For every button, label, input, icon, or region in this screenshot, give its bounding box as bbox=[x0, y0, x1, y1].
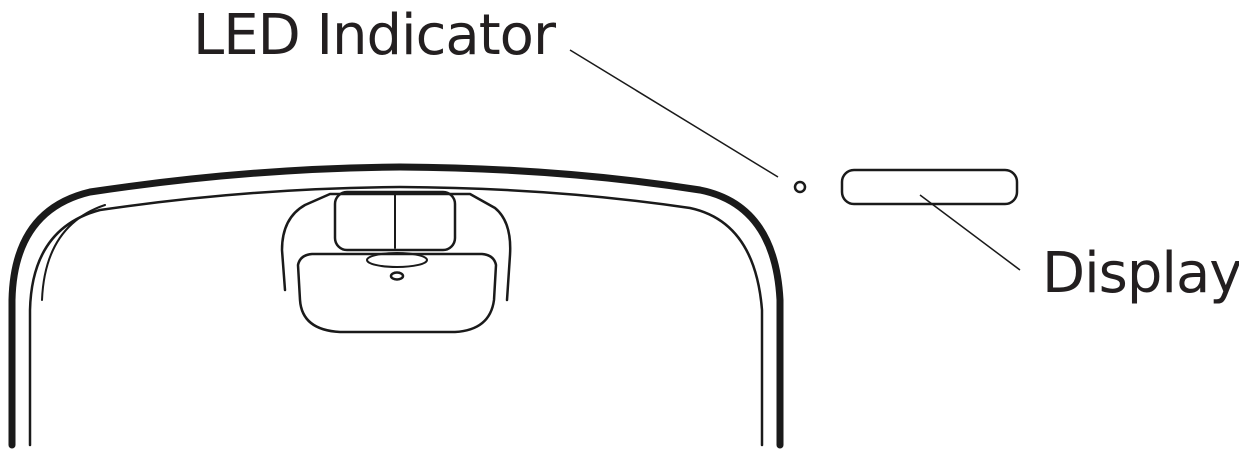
led-leader-line bbox=[569, 49, 779, 178]
led-indicator-label: LED Indicator bbox=[193, 3, 557, 68]
display-window bbox=[840, 168, 1019, 206]
display-leader-line bbox=[919, 194, 1021, 271]
camera-housing bbox=[280, 192, 512, 302]
display-label: Display bbox=[1042, 241, 1239, 306]
lens-ring bbox=[366, 252, 428, 268]
sensor-dot bbox=[389, 271, 405, 281]
device-top-edge-line bbox=[41, 204, 106, 301]
device-outer-shell bbox=[8, 163, 784, 449]
lens-window bbox=[333, 190, 457, 252]
camera-base bbox=[296, 252, 498, 334]
led-indicator-dot bbox=[793, 180, 807, 194]
